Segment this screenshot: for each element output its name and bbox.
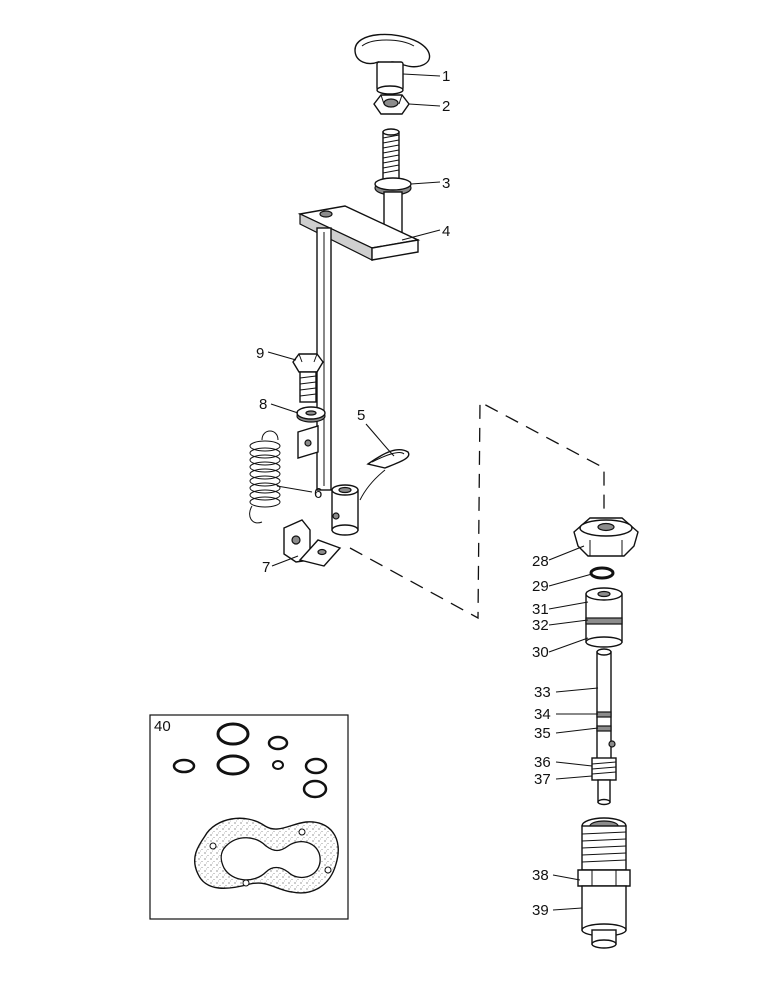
part-6-spring — [249, 430, 281, 524]
part-5-clip — [359, 448, 410, 501]
callout-8: 8 — [259, 396, 267, 413]
part-1-knob — [354, 33, 431, 95]
part-38-body — [577, 817, 631, 887]
callout-38: 38 — [532, 867, 549, 884]
callout-29: 29 — [532, 578, 549, 595]
part-7-bracket — [283, 519, 342, 567]
callout-3: 3 — [442, 175, 450, 192]
callout-40: 40 — [154, 718, 171, 735]
seal-kit-box — [149, 714, 349, 920]
callout-4: 4 — [442, 223, 450, 240]
part-28-cap-nut — [573, 517, 639, 557]
callout-28: 28 — [532, 553, 549, 570]
callout-32: 32 — [532, 617, 549, 634]
callout-7: 7 — [262, 559, 270, 576]
callout-2: 2 — [442, 98, 450, 115]
part-2-hex-nut — [373, 94, 410, 115]
leader-lines — [267, 73, 599, 911]
callout-5: 5 — [357, 407, 365, 424]
part-33-spindle — [591, 648, 617, 806]
rod-collar — [331, 484, 359, 536]
part-39-sleeve — [581, 885, 627, 949]
part-30-valve-seat — [585, 587, 623, 648]
callout-6: 6 — [314, 485, 322, 502]
callout-39: 39 — [532, 902, 549, 919]
part-8-washer — [296, 406, 326, 459]
callout-1: 1 — [442, 68, 450, 85]
dashed-connection-line — [349, 400, 605, 620]
callout-35: 35 — [534, 725, 551, 742]
callout-labels: 1 2 3 4 5 6 7 8 9 28 29 31 32 30 33 34 3… — [154, 68, 551, 919]
callout-33: 33 — [534, 684, 551, 701]
callout-30: 30 — [532, 644, 549, 661]
part-29-o-ring — [589, 566, 615, 580]
callout-31: 31 — [532, 601, 549, 618]
callout-37: 37 — [534, 771, 551, 788]
part-4-lever-rod — [297, 205, 421, 491]
part-9-hex-bolt — [292, 353, 324, 403]
callout-9: 9 — [256, 345, 264, 362]
callout-34: 34 — [534, 706, 551, 723]
callout-36: 36 — [534, 754, 551, 771]
